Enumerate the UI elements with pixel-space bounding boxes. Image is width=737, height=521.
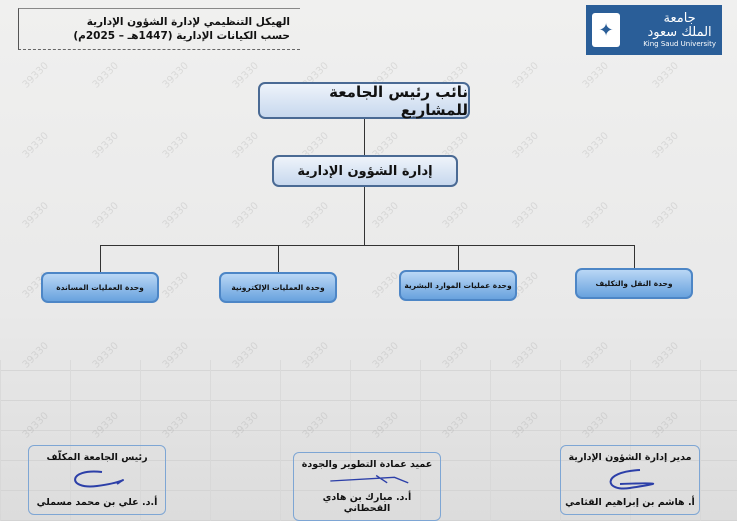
signature-block: عميد عمادة التطوير والجودة أ.د. مبارك بن… <box>293 452 441 521</box>
signatory-title: عميد عمادة التطوير والجودة <box>301 459 433 470</box>
signature-scribble <box>74 470 124 488</box>
org-node-unit: وحدة العمليات الإلكترونية <box>219 272 337 303</box>
header-subtitle: حسب الكيانات الإدارية (1447هـ – 2025م) <box>73 30 290 42</box>
signature-scribble <box>609 469 655 490</box>
signatory-name: أ.د. علي بن محمد مسملي <box>36 497 158 508</box>
connector <box>278 245 279 272</box>
document-header: الهيكل التنظيمي لإدارة الشؤون الإدارية ح… <box>18 8 300 50</box>
logo-text-en: King Saud University <box>643 40 716 48</box>
signatory-title: رئيس الجامعة المكلّف <box>46 452 148 463</box>
signatory-name: أ. هاشم بن إبراهيم القثامي <box>565 497 695 508</box>
signature-block: مدير إدارة الشؤون الإدارية أ. هاشم بن إب… <box>560 445 700 515</box>
university-logo: ✦ جامعة الملك سعود King Saud University <box>586 5 722 55</box>
org-node-unit: وحدة النقل والتكليف <box>575 268 693 299</box>
org-node-unit: وحدة عمليات الموارد البشرية <box>399 270 517 301</box>
org-node-root: نائب رئيس الجامعة للمشاريع <box>258 82 470 119</box>
signatory-name: أ.د. مبارك بن هادي القحطاني <box>322 492 412 514</box>
connector <box>458 245 459 270</box>
signatory-title: مدير إدارة الشؤون الإدارية <box>568 452 692 463</box>
logo-text-ar: جامعة <box>663 11 696 26</box>
header-title: الهيكل التنظيمي لإدارة الشؤون الإدارية <box>86 16 290 28</box>
signature-block: رئيس الجامعة المكلّف أ.د. علي بن محمد مس… <box>28 445 166 515</box>
floor-background <box>0 360 737 521</box>
connector <box>100 245 101 272</box>
connector <box>364 187 365 245</box>
signature-scribble <box>330 474 409 484</box>
logo-text-ar2: الملك سعود <box>647 25 712 40</box>
connector <box>364 119 365 155</box>
connector <box>100 245 634 246</box>
org-node-department: إدارة الشؤون الإدارية <box>272 155 458 187</box>
palm-emblem-icon: ✦ <box>592 13 620 47</box>
connector <box>634 245 635 268</box>
org-node-unit: وحدة العمليات المساندة <box>41 272 159 303</box>
